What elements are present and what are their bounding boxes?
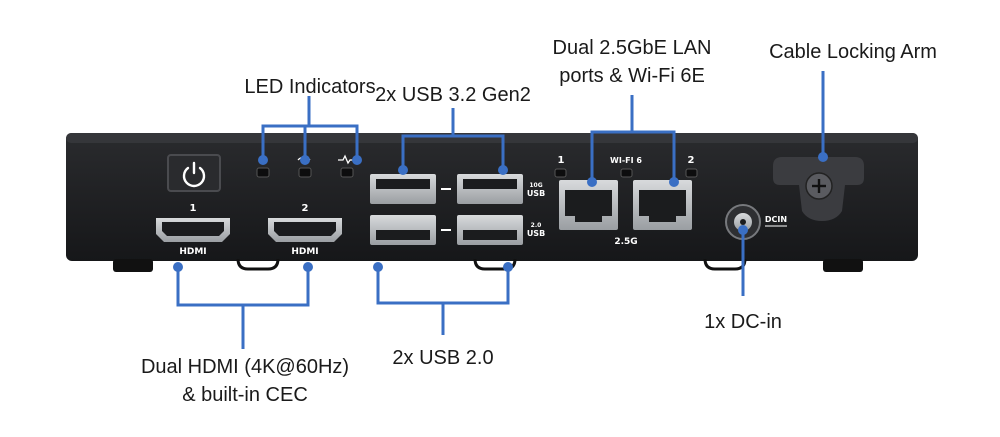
power-button[interactable]	[167, 154, 221, 192]
usb32-callout: 2x USB 3.2 Gen2	[375, 84, 531, 106]
dcin-label: DCIN	[765, 215, 787, 224]
cable-locking-arm[interactable]	[773, 157, 864, 221]
hdmi-port-1[interactable]: 1 HDMI	[156, 203, 230, 257]
usb-2-label: 2.0	[531, 222, 542, 229]
usb-10g-label: 10G	[529, 182, 542, 189]
dcin-callout: 1x DC-in	[704, 311, 782, 333]
usb-2-0-ports: 2.0 USB	[370, 215, 545, 245]
led-2	[298, 167, 312, 178]
hdmi-2-number: 2	[302, 203, 309, 214]
hdmi-callout-line-1: Dual HDMI (4K@60Hz)	[140, 356, 350, 378]
heartbeat-icon	[338, 154, 355, 165]
led-1	[256, 167, 270, 178]
usb-2-0-port-2[interactable]	[457, 215, 523, 245]
hdmi-port-2[interactable]: 2 HDMI	[268, 203, 342, 257]
cable-lock-callout: Cable Locking Arm	[769, 41, 937, 63]
power-icon	[182, 161, 206, 188]
callout-dots	[173, 152, 828, 272]
callout-lines	[176, 71, 825, 349]
wifi-led	[620, 168, 633, 178]
usb-3-2-port-1[interactable]	[370, 174, 436, 204]
lan-speed-label: 2.5G	[614, 237, 637, 247]
lan-port-1[interactable]	[559, 180, 618, 230]
dc-in-port[interactable]	[725, 204, 761, 240]
lan-wifi-callout-line-1: Dual 2.5GbE LAN	[552, 37, 712, 59]
usb20-callout: 2x USB 2.0	[392, 347, 494, 369]
lan-led-2	[685, 168, 698, 178]
lan-2-label: 2	[688, 155, 695, 166]
hdmi-callout-line-2: & built-in CEC	[182, 384, 308, 406]
lan-ports: 1 2 WI-FI 6 2.5G	[554, 155, 698, 247]
led-indicators-callout: LED Indicators	[244, 76, 376, 98]
hdmi-2-label: HDMI	[291, 247, 318, 257]
wifi-label: WI-FI 6	[610, 156, 642, 165]
usb-2-sublabel: USB	[527, 229, 545, 238]
hdmi-1-label: HDMI	[179, 247, 206, 257]
lan-port-2[interactable]	[633, 180, 692, 230]
usb-2-0-port-1[interactable]	[370, 215, 436, 245]
foot-left	[113, 259, 153, 272]
screw-icon	[805, 172, 833, 200]
usb-3-2-ports: 10G USB	[370, 174, 545, 204]
usb-3-2-port-2[interactable]	[457, 174, 523, 204]
led-indicator-group	[256, 154, 355, 178]
lan-led-1	[554, 168, 567, 178]
foot-right	[823, 259, 863, 272]
lan-1-label: 1	[558, 155, 565, 166]
led-3	[340, 167, 354, 178]
lan-wifi-callout-line-2: ports & Wi-Fi 6E	[559, 65, 705, 87]
hdmi-1-number: 1	[190, 203, 197, 214]
usb-10g-sublabel: USB	[527, 189, 545, 198]
